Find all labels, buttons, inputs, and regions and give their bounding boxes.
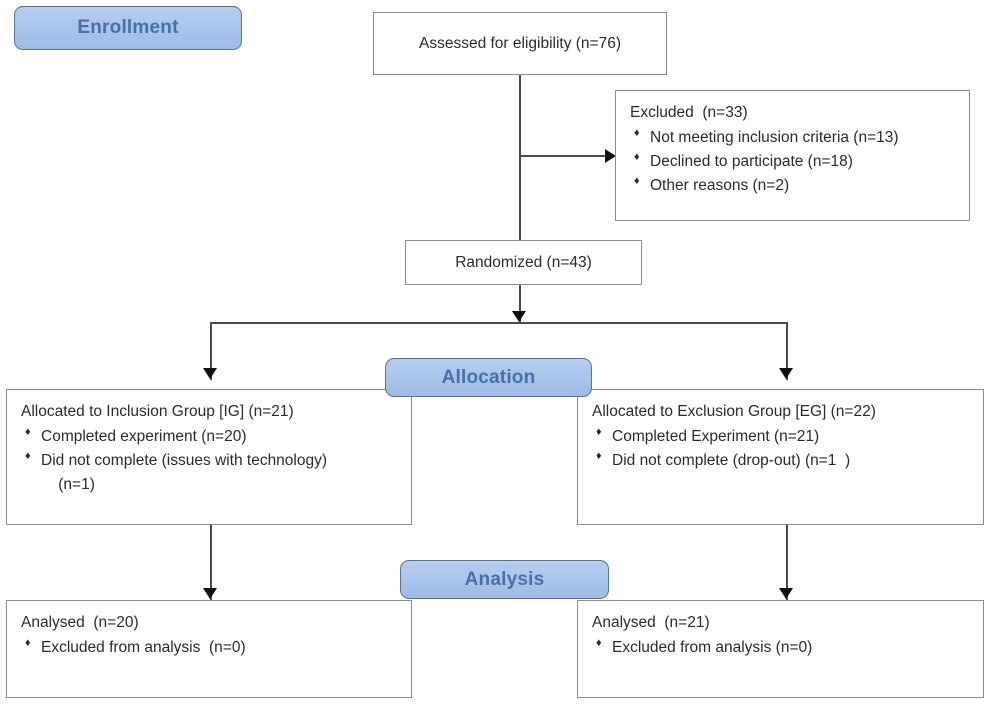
node-analysed-right-header: Analysed (n=21) — [592, 614, 710, 631]
stage-badge-allocation: Allocation — [385, 358, 592, 397]
stage-badge-allocation-label: Allocation — [441, 366, 536, 388]
arrowhead-to-allocated-right-icon — [779, 368, 793, 379]
list-item: Did not complete (issues with technology… — [21, 448, 399, 497]
list-item: Excluded from analysis (n=0) — [21, 635, 399, 660]
connector-split-to-allocated-left — [210, 322, 212, 380]
arrowhead-to-allocated-left-icon — [203, 368, 217, 379]
list-item: Completed Experiment (n=21) — [592, 424, 971, 449]
connector-allocation-split-bar — [210, 322, 788, 324]
connector-allocated-right-to-analysed-right — [786, 525, 788, 600]
node-allocated-exclusion-group: Allocated to Exclusion Group [EG] (n=22)… — [577, 389, 984, 525]
node-assessed-for-eligibility-text: Assessed for eligibility (n=76) — [418, 34, 622, 52]
list-item: Declined to participate (n=18) — [630, 149, 957, 174]
node-randomized-text: Randomized (n=43) — [455, 253, 592, 271]
node-analysed-right: Analysed (n=21) Excluded from analysis (… — [577, 600, 984, 698]
connector-assessed-to-randomized — [519, 75, 521, 240]
node-analysed-right-list: Excluded from analysis (n=0) — [592, 635, 971, 660]
node-randomized: Randomized (n=43) — [405, 240, 642, 285]
arrowhead-randomized-split-icon — [512, 311, 526, 322]
stage-badge-enrollment-label: Enrollment — [77, 17, 179, 38]
node-excluded: Excluded (n=33) Not meeting inclusion cr… — [615, 90, 970, 221]
node-allocated-exclusion-group-list: Completed Experiment (n=21) Did not comp… — [592, 424, 971, 473]
stage-badge-analysis: Analysis — [400, 560, 609, 599]
node-analysed-left: Analysed (n=20) Excluded from analysis (… — [6, 600, 412, 698]
list-item: Did not complete (drop-out) (n=1 ) — [592, 448, 971, 473]
arrowhead-to-analysed-right-icon — [779, 588, 793, 599]
list-item: Not meeting inclusion criteria (n=13) — [630, 125, 957, 150]
node-analysed-left-header: Analysed (n=20) — [21, 614, 139, 631]
arrowhead-to-analysed-left-icon — [203, 588, 217, 599]
list-item: Other reasons (n=2) — [630, 173, 957, 198]
connector-split-to-allocated-right — [786, 322, 788, 380]
connector-allocated-left-to-analysed-left — [210, 525, 212, 600]
node-assessed-for-eligibility: Assessed for eligibility (n=76) — [373, 12, 667, 75]
stage-badge-analysis-label: Analysis — [464, 568, 545, 590]
node-allocated-inclusion-group: Allocated to Inclusion Group [IG] (n=21)… — [6, 389, 412, 525]
stage-badge-enrollment: Enrollment — [14, 6, 242, 50]
node-excluded-header: Excluded (n=33) — [630, 104, 748, 121]
node-allocated-exclusion-group-header: Allocated to Exclusion Group [EG] (n=22) — [592, 403, 876, 420]
arrowhead-to-excluded-icon — [605, 149, 616, 163]
list-item: Completed experiment (n=20) — [21, 424, 399, 449]
node-allocated-inclusion-group-header: Allocated to Inclusion Group [IG] (n=21) — [21, 403, 294, 420]
node-allocated-inclusion-group-list: Completed experiment (n=20) Did not comp… — [21, 424, 399, 497]
list-item: Excluded from analysis (n=0) — [592, 635, 971, 660]
connector-assessed-to-excluded — [519, 155, 607, 157]
connector-randomized-down — [519, 285, 521, 323]
node-excluded-list: Not meeting inclusion criteria (n=13) De… — [630, 125, 957, 198]
node-analysed-left-list: Excluded from analysis (n=0) — [21, 635, 399, 660]
